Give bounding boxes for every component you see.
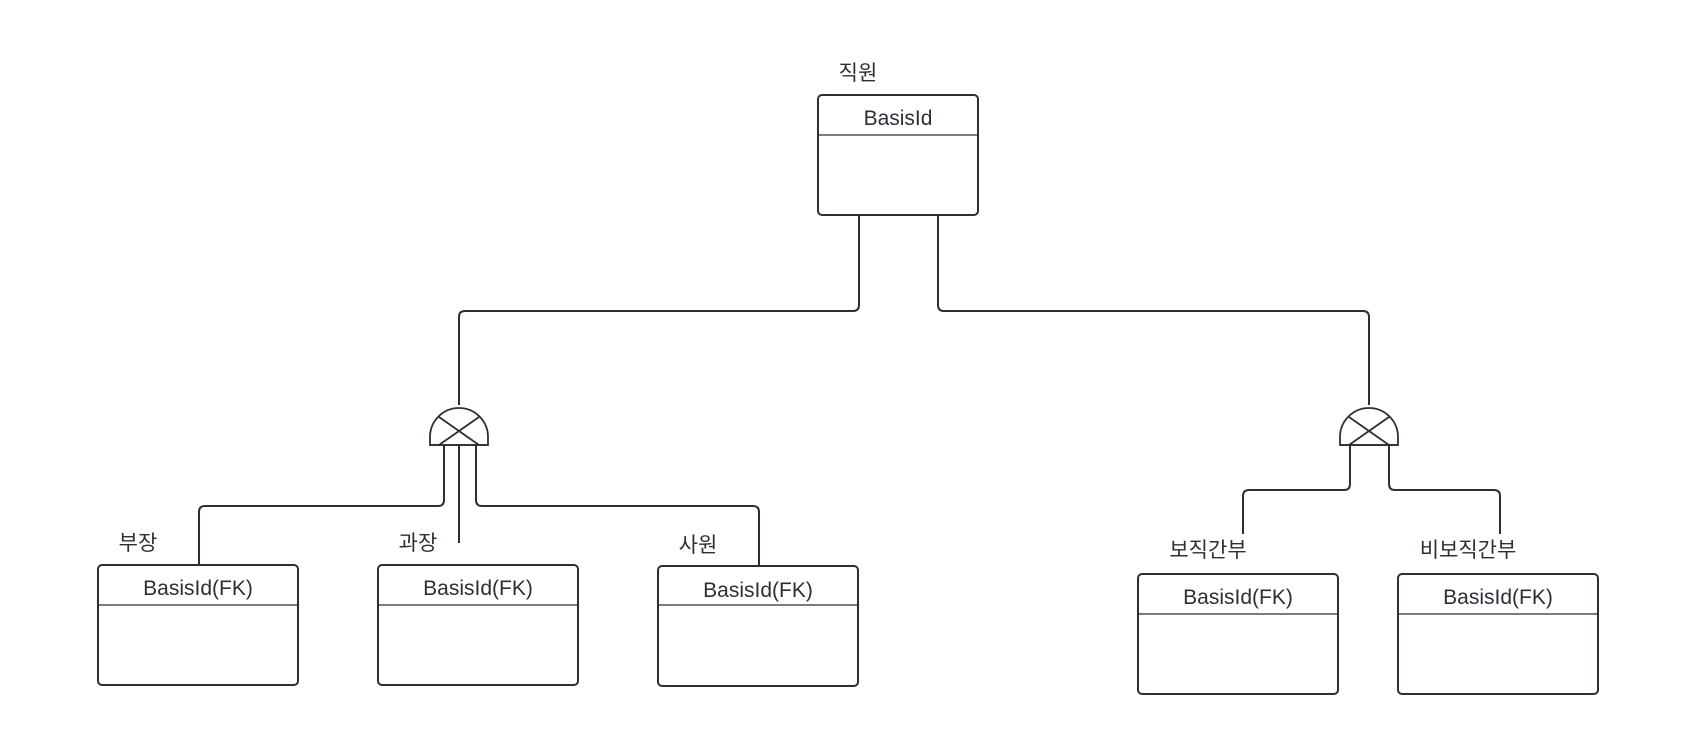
entity-left-child-2-name: 과장 [399, 531, 438, 555]
entity-right-child-2[interactable]: 비보직간부 BasisId(FK) [1397, 538, 1599, 695]
entity-left-child-3-attribute: BasisId(FK) [703, 579, 813, 602]
connector-right-group-child-1 [1242, 445, 1351, 534]
entity-left-child-2-attribute: BasisId(FK) [423, 577, 533, 600]
connector-left-group-child-1 [198, 445, 445, 565]
entity-right-child-1-attribute: BasisId(FK) [1183, 586, 1293, 609]
entity-right-child-2-attribute: BasisId(FK) [1443, 586, 1553, 609]
entity-parent[interactable]: 직원 BasisId [817, 61, 979, 216]
entity-right-child-2-name: 비보직간부 [1420, 538, 1517, 562]
entity-left-child-3[interactable]: 사원 BasisId(FK) [657, 533, 859, 687]
exclusive-subtype-symbol-right [1339, 407, 1399, 446]
entity-right-child-1-name: 보직간부 [1169, 538, 1246, 562]
exclusive-subtype-symbol-left [429, 407, 489, 446]
connector-left-group-child-3 [475, 445, 760, 566]
entity-left-child-2[interactable]: 과장 BasisId(FK) [377, 531, 579, 686]
connector-parent-left-group [458, 216, 860, 405]
connector-right-group-child-2 [1388, 445, 1501, 534]
entity-parent-attribute: BasisId [864, 107, 933, 130]
entity-left-child-1-name: 부장 [119, 531, 158, 555]
entity-left-child-1[interactable]: 부장 BasisId(FK) [97, 531, 299, 686]
entity-right-child-1[interactable]: 보직간부 BasisId(FK) [1137, 538, 1339, 695]
entity-left-child-3-name: 사원 [679, 533, 718, 557]
connectors [198, 216, 1501, 566]
entity-parent-name: 직원 [839, 61, 878, 85]
connector-parent-right-group [937, 216, 1370, 405]
entity-left-child-1-attribute: BasisId(FK) [143, 577, 253, 600]
